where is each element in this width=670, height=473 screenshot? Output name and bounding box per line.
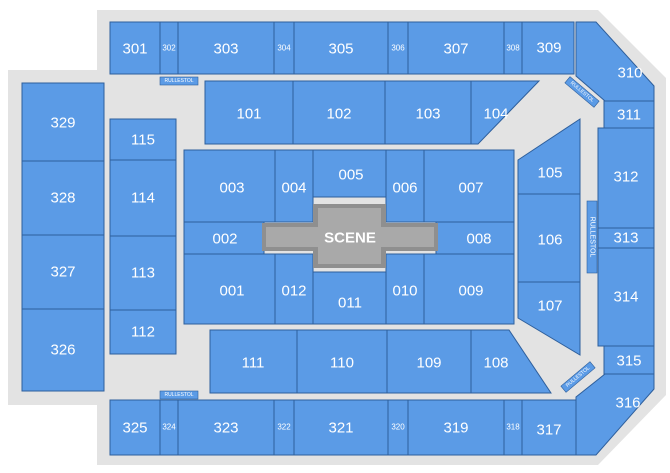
section-003[interactable] xyxy=(183,149,276,223)
section-005[interactable] xyxy=(312,149,387,198)
section-323[interactable] xyxy=(177,399,275,456)
section-324[interactable] xyxy=(159,399,179,456)
section-114[interactable] xyxy=(109,159,177,237)
section-306[interactable] xyxy=(387,21,409,75)
section-104[interactable] xyxy=(470,80,541,145)
section-009[interactable] xyxy=(423,253,515,325)
section-112[interactable] xyxy=(109,309,177,355)
section-101[interactable] xyxy=(204,80,294,145)
section-320[interactable] xyxy=(387,399,409,456)
section-321[interactable] xyxy=(293,399,389,456)
section-115[interactable] xyxy=(109,118,177,161)
section-303[interactable] xyxy=(177,21,275,75)
section-322[interactable] xyxy=(273,399,295,456)
section-312[interactable] xyxy=(597,127,655,229)
section-301[interactable] xyxy=(109,21,161,75)
section-326[interactable] xyxy=(21,308,105,392)
svg-text:RULLESTOL: RULLESTOL xyxy=(164,392,193,398)
section-113[interactable] xyxy=(109,235,177,311)
stage: SCENE xyxy=(262,204,438,268)
section-317[interactable] xyxy=(521,399,577,456)
section-012[interactable] xyxy=(274,253,314,325)
section-109[interactable] xyxy=(386,329,472,394)
section-103[interactable] xyxy=(384,80,472,145)
section-110[interactable] xyxy=(296,329,388,394)
section-004[interactable] xyxy=(274,149,314,223)
section-007[interactable] xyxy=(423,149,515,223)
section-304[interactable] xyxy=(273,21,295,75)
section-308[interactable] xyxy=(503,21,523,75)
section-106[interactable] xyxy=(517,193,581,283)
section-008[interactable] xyxy=(435,221,515,255)
section-315[interactable] xyxy=(603,345,655,375)
section-329[interactable] xyxy=(21,82,105,162)
stage-label: SCENE xyxy=(324,230,376,247)
section-328[interactable] xyxy=(21,160,105,236)
svg-text:RULLESTOL: RULLESTOL xyxy=(589,217,596,258)
section-107[interactable] xyxy=(517,281,581,356)
section-316[interactable] xyxy=(575,373,655,456)
section-318[interactable] xyxy=(503,399,523,456)
section-001[interactable] xyxy=(183,253,276,325)
section-314[interactable] xyxy=(597,247,655,347)
section-305[interactable] xyxy=(293,21,389,75)
section-010[interactable] xyxy=(385,253,425,325)
section-002[interactable] xyxy=(183,221,265,255)
section-102[interactable] xyxy=(292,80,386,145)
section-307[interactable] xyxy=(407,21,505,75)
section-319[interactable] xyxy=(407,399,505,456)
wheelchair-area-bottom: RULLESTOL xyxy=(159,390,199,400)
section-327[interactable] xyxy=(21,234,105,310)
wheelchair-area-top: RULLESTOL xyxy=(159,76,199,86)
section-309[interactable] xyxy=(521,21,575,75)
wheelchair-area-right: RULLESTOL xyxy=(586,200,598,274)
section-011[interactable] xyxy=(312,271,387,325)
section-325[interactable] xyxy=(109,399,161,456)
section-111[interactable] xyxy=(209,329,298,394)
section-302[interactable] xyxy=(159,21,179,75)
section-311[interactable] xyxy=(603,100,655,129)
section-006[interactable] xyxy=(385,149,425,223)
svg-text:RULLESTOL: RULLESTOL xyxy=(164,78,193,84)
section-313[interactable] xyxy=(597,227,655,249)
